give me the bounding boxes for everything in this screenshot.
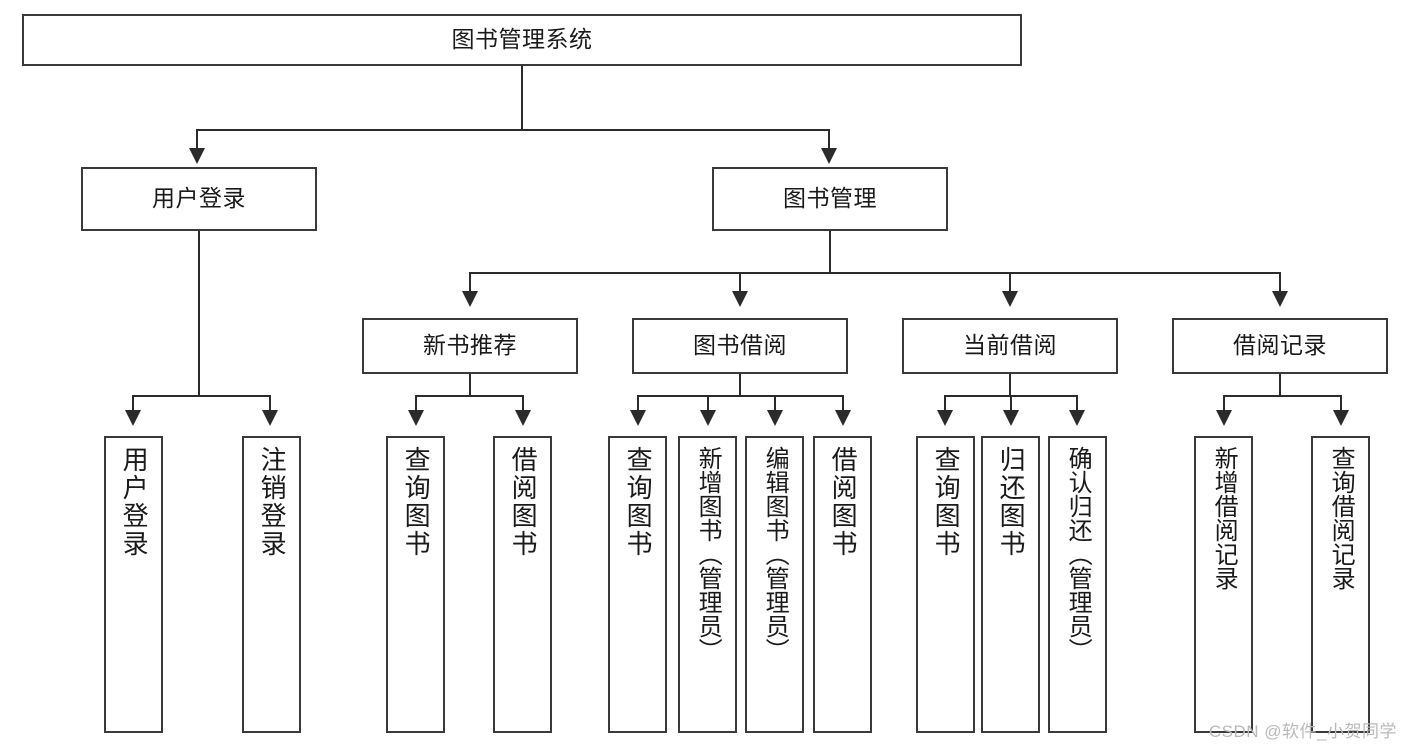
- node-label: 借阅图书: [828, 446, 859, 558]
- leaf-new-book-query-book[interactable]: 查询图书: [386, 436, 445, 733]
- connector-book-borrow-drop-2: [707, 395, 709, 413]
- connector-current-borrow-drop-2: [1010, 395, 1012, 413]
- node-label: 查询借阅记录: [1327, 446, 1355, 590]
- node-label: 新书推荐: [423, 332, 517, 359]
- connector-new-book-drop-2: [522, 395, 524, 413]
- node-user-login[interactable]: 用户登录: [81, 167, 317, 231]
- connector-book-borrow-drop-1: [637, 395, 639, 413]
- arrow-tier3-3: [1002, 291, 1018, 307]
- arrow-new-book-leaf-2: [515, 410, 531, 426]
- connector-borrow-record-bar: [1223, 395, 1341, 397]
- arrow-tier3-4: [1272, 291, 1288, 307]
- connector-current-borrow-stem: [1009, 374, 1011, 396]
- leaf-borrow-record-query-record[interactable]: 查询借阅记录: [1311, 436, 1370, 733]
- leaf-book-borrow-edit-book-admin[interactable]: 编辑图书（管理员）: [745, 436, 804, 733]
- connector-tier3-bar: [469, 272, 1281, 274]
- node-label: 用户登录: [152, 185, 246, 212]
- connector-borrow-record-drop-2: [1340, 395, 1342, 413]
- leaf-current-borrow-query-book[interactable]: 查询图书: [916, 436, 975, 733]
- connector-user-login-bar: [132, 395, 270, 397]
- connector-tier2-drop-1: [196, 129, 198, 151]
- arrow-tier3-2: [732, 291, 748, 307]
- node-book-management[interactable]: 图书管理: [712, 167, 948, 231]
- arrow-current-borrow-leaf-1: [937, 410, 953, 426]
- connector-new-book-bar: [415, 395, 523, 397]
- arrow-book-borrow-leaf-2: [700, 410, 716, 426]
- node-label: 用户登录: [119, 446, 150, 558]
- connector-current-borrow-drop-1: [944, 395, 946, 413]
- leaf-current-borrow-confirm-return-admin[interactable]: 确认归还（管理员）: [1048, 436, 1107, 733]
- node-root-book-management-system[interactable]: 图书管理系统: [22, 14, 1022, 66]
- leaf-book-borrow-add-book-admin[interactable]: 新增图书（管理员）: [678, 436, 737, 733]
- node-label: 查询图书: [931, 446, 962, 558]
- node-label: 借阅图书: [508, 446, 539, 558]
- arrow-new-book-leaf-1: [408, 410, 424, 426]
- node-current-borrow[interactable]: 当前借阅: [902, 318, 1118, 374]
- connector-user-login-stem: [198, 231, 200, 396]
- node-label: 借阅记录: [1233, 332, 1327, 359]
- connector-book-borrow-drop-3: [774, 395, 776, 413]
- connector-tier3-drop-3: [1009, 272, 1011, 294]
- leaf-user-login-logout[interactable]: 注销登录: [242, 436, 301, 733]
- connector-new-book-stem: [469, 374, 471, 396]
- node-label: 查询图书: [623, 446, 654, 558]
- connector-book-management-stem: [829, 231, 831, 273]
- node-new-book-recommend[interactable]: 新书推荐: [362, 318, 578, 374]
- connector-tier2-drop-2: [828, 129, 830, 151]
- node-label: 注销登录: [257, 446, 288, 558]
- node-label: 确认归还（管理员）: [1064, 446, 1092, 662]
- connector-tier3-drop-2: [739, 272, 741, 294]
- leaf-book-borrow-query-book[interactable]: 查询图书: [608, 436, 667, 733]
- arrow-book-borrow-leaf-3: [767, 410, 783, 426]
- arrow-user-login-leaf-2: [262, 410, 278, 426]
- connector-root-stem: [521, 66, 523, 130]
- arrow-borrow-record-leaf-2: [1333, 410, 1349, 426]
- connector-tier3-drop-1: [469, 272, 471, 294]
- leaf-new-book-borrow-book[interactable]: 借阅图书: [493, 436, 552, 733]
- node-label: 查询图书: [401, 446, 432, 558]
- connector-user-login-drop-1: [132, 395, 134, 413]
- connector-borrow-record-stem: [1279, 374, 1281, 396]
- node-label: 编辑图书（管理员）: [761, 446, 789, 662]
- node-label: 新增图书（管理员）: [694, 446, 722, 662]
- arrow-tier2-2: [821, 148, 837, 164]
- arrow-current-borrow-leaf-3: [1069, 410, 1085, 426]
- connector-tier2-bar: [196, 129, 830, 131]
- leaf-current-borrow-return-book[interactable]: 归还图书: [981, 436, 1040, 733]
- connector-book-borrow-drop-4: [842, 395, 844, 413]
- connector-new-book-drop-1: [415, 395, 417, 413]
- connector-tier3-drop-4: [1279, 272, 1281, 294]
- node-label: 图书借阅: [693, 332, 787, 359]
- connector-book-borrow-bar: [637, 395, 843, 397]
- leaf-user-login-login[interactable]: 用户登录: [104, 436, 163, 733]
- node-borrow-record[interactable]: 借阅记录: [1172, 318, 1388, 374]
- arrow-current-borrow-leaf-2: [1003, 410, 1019, 426]
- node-label: 新增借阅记录: [1210, 446, 1238, 590]
- leaf-book-borrow-borrow-book[interactable]: 借阅图书: [813, 436, 872, 733]
- connector-book-borrow-stem: [739, 374, 741, 396]
- connector-current-borrow-drop-3: [1076, 395, 1078, 413]
- node-book-borrow[interactable]: 图书借阅: [632, 318, 848, 374]
- arrow-book-borrow-leaf-1: [630, 410, 646, 426]
- arrow-tier3-1: [462, 291, 478, 307]
- node-label: 图书管理: [783, 185, 877, 212]
- watermark: CSDN @软件_小贺同学: [1208, 722, 1397, 741]
- arrow-book-borrow-leaf-4: [835, 410, 851, 426]
- leaf-borrow-record-add-record[interactable]: 新增借阅记录: [1194, 436, 1253, 733]
- arrow-user-login-leaf-1: [125, 410, 141, 426]
- node-label: 当前借阅: [963, 332, 1057, 359]
- node-label: 图书管理系统: [451, 26, 593, 53]
- arrow-tier2-1: [189, 148, 205, 164]
- node-label: 归还图书: [996, 446, 1027, 558]
- connector-user-login-drop-2: [269, 395, 271, 413]
- connector-borrow-record-drop-1: [1223, 395, 1225, 413]
- arrow-borrow-record-leaf-1: [1216, 410, 1232, 426]
